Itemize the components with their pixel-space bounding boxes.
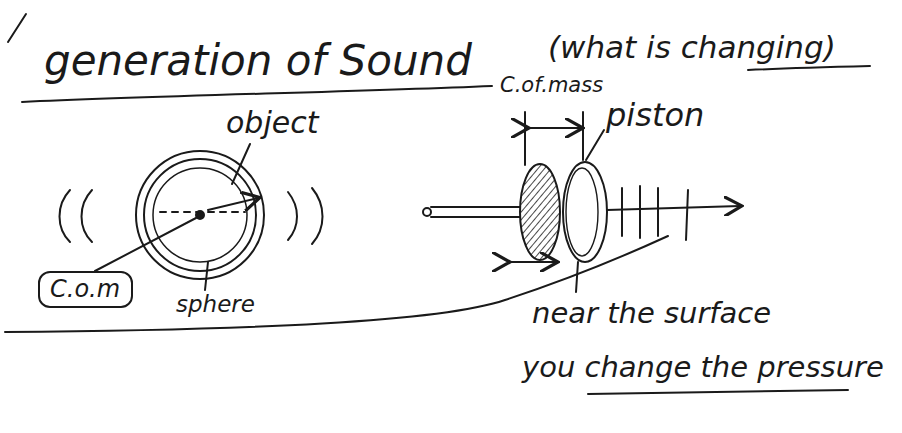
annotation-label: (what is changing)	[548, 30, 836, 64]
annotation-label: sphere	[176, 292, 255, 317]
title: generation of Sound	[44, 38, 472, 84]
annotation-label: object	[226, 106, 318, 139]
annotation-label: you change the pressure	[522, 352, 884, 384]
label-box: C.o.m	[38, 271, 133, 308]
box-text: C.o.m	[50, 276, 121, 302]
annotation-label: piston	[606, 98, 704, 133]
annotation-label: near the surface	[532, 298, 771, 330]
annotation-label: C.of.mass	[500, 74, 603, 97]
